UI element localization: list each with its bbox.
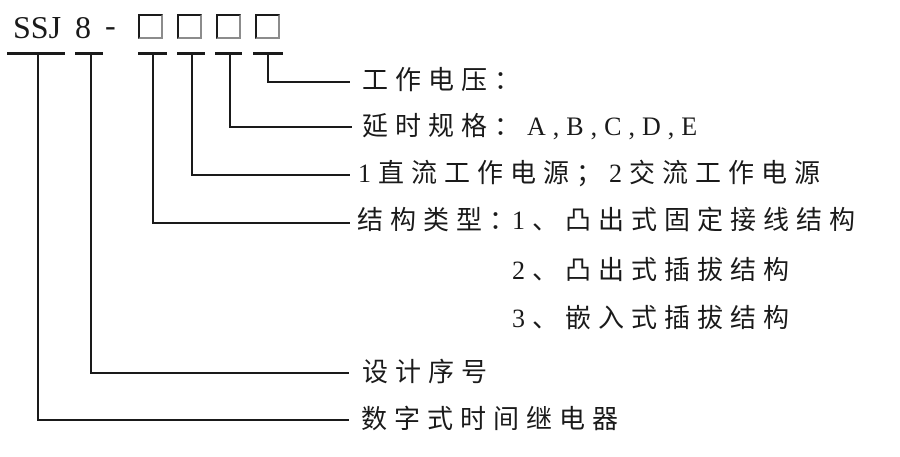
connector-vertical-box-4	[267, 53, 269, 83]
label-working-voltage: 工作电压：	[362, 66, 528, 95]
code-box-1	[138, 14, 163, 39]
connector-horizontal-delay-spec	[229, 126, 352, 128]
connector-horizontal-power-source	[191, 174, 350, 176]
underline-box-3	[215, 52, 242, 55]
connector-vertical-box-2	[191, 53, 193, 176]
label-structure-option-3: 3、嵌入式插拔结构	[512, 304, 797, 333]
code-box-4	[255, 14, 280, 39]
label-structure-type: 结构类型：	[357, 206, 523, 235]
model-separator: -	[105, 7, 116, 43]
connector-vertical-series	[90, 53, 92, 374]
code-box-2	[177, 14, 202, 39]
label-delay-spec: 延时规格：A,B,C,D,E	[362, 112, 705, 141]
label-structure-option-1: 1、凸出式固定接线结构	[512, 206, 863, 235]
underline-series	[75, 52, 103, 55]
label-power-source: 1直流工作电源；2交流工作电源	[358, 159, 828, 188]
connector-horizontal-working-voltage	[267, 81, 350, 83]
underline-prefix	[7, 52, 65, 55]
connector-vertical-prefix	[37, 53, 39, 421]
connector-horizontal-product-name	[37, 419, 349, 421]
connector-horizontal-structure-type	[152, 222, 350, 224]
connector-vertical-box-3	[229, 53, 231, 128]
connector-horizontal-design-serial	[90, 372, 349, 374]
model-prefix: SSJ	[13, 9, 62, 45]
model-series: 8	[75, 9, 91, 45]
connector-vertical-box-1	[152, 53, 154, 224]
label-structure-option-2: 2、凸出式插拔结构	[512, 256, 797, 285]
label-design-serial: 设计序号	[362, 358, 495, 387]
code-box-3	[216, 14, 241, 39]
label-product-name: 数字式时间继电器	[361, 405, 626, 434]
